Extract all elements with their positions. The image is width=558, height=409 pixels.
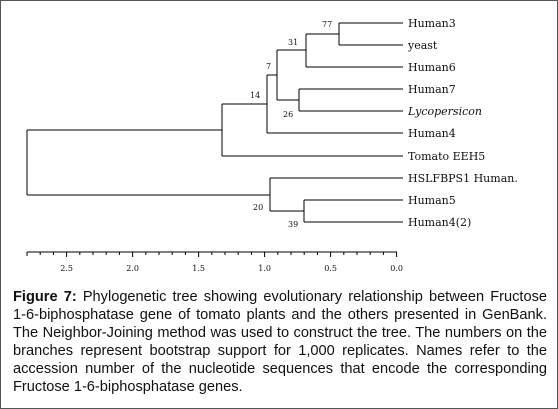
bootstrap-value: 14	[250, 91, 260, 100]
axis-ticks	[26, 252, 398, 257]
distance-axis: 2.5 2.0 1.5 1.0 0.5 0.0	[26, 251, 403, 273]
bootstrap-value: 7	[266, 62, 271, 71]
bootstrap-value: 26	[283, 110, 293, 119]
axis-tick-label: 1.5	[192, 264, 205, 273]
bootstrap-value: 20	[253, 203, 263, 212]
leaf-label: Human5	[408, 194, 456, 207]
leaf-labels: Human3 yeast Human6 Human7 Lycopersicon …	[407, 17, 518, 229]
tree-branches	[26, 22, 403, 223]
bootstrap-value: 39	[288, 220, 298, 229]
bootstrap-value: 77	[322, 20, 332, 29]
leaf-label: Human4	[408, 127, 456, 140]
leaf-label: Human6	[408, 61, 456, 74]
axis-tick-label: 1.0	[258, 264, 271, 273]
figure-label: Figure 7:	[13, 289, 77, 305]
axis-tick-label: 0.0	[390, 264, 403, 273]
leaf-label: Lycopersicon	[407, 105, 482, 118]
leaf-label: Human7	[408, 83, 456, 96]
axis-tick-label: 2.0	[126, 264, 139, 273]
leaf-label: Human4(2)	[408, 216, 471, 229]
leaf-label: Human3	[408, 17, 456, 30]
leaf-label: HSLFBPS1 Human.	[408, 172, 518, 185]
axis-tick-label: 0.5	[324, 264, 337, 273]
phylogenetic-tree: Human3 yeast Human6 Human7 Lycopersicon …	[26, 17, 518, 273]
caption-text: Phylogenetic tree showing evolutionary r…	[13, 289, 548, 395]
leaf-label: yeast	[407, 39, 438, 52]
figure-caption: Figure 7: Phylogenetic tree showing evol…	[13, 288, 547, 396]
axis-tick-label: 2.5	[60, 264, 73, 273]
bootstrap-values: 77 31 7 14 26 20 39	[250, 20, 332, 229]
bootstrap-value: 31	[288, 38, 298, 47]
leaf-label: Tomato EEH5	[408, 150, 485, 163]
